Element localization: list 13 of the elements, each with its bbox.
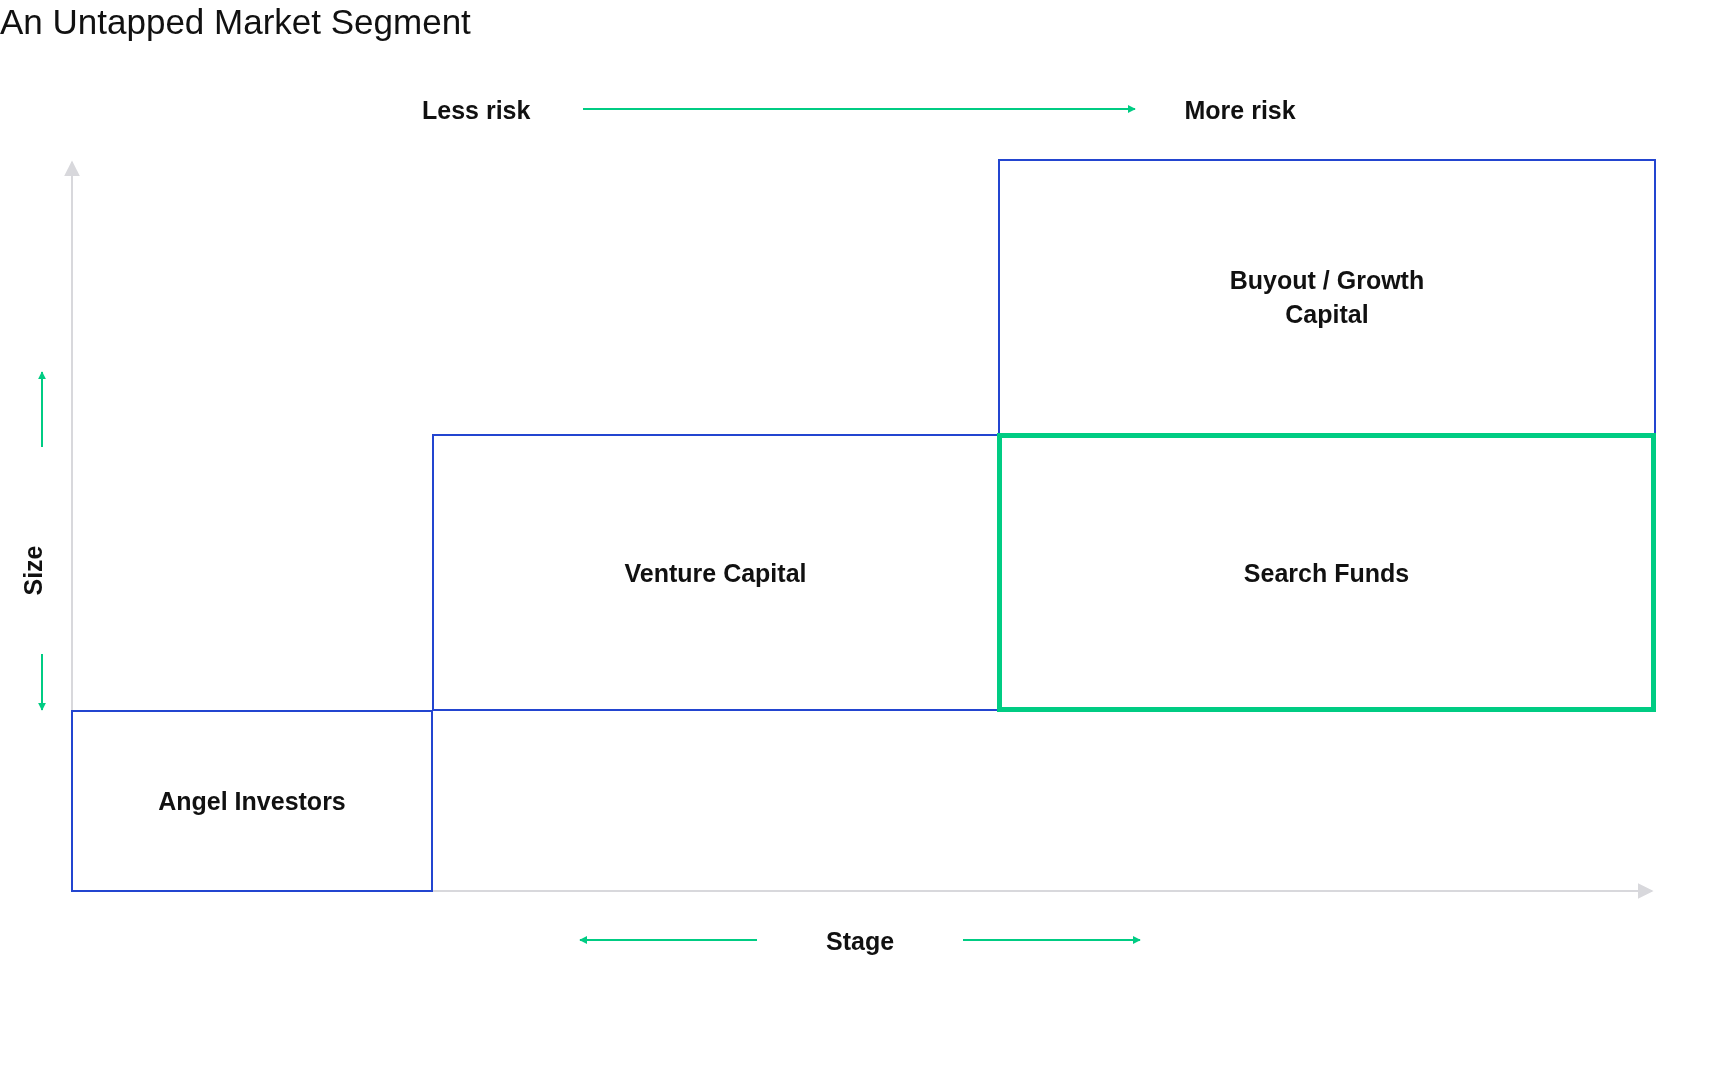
axis-label: Less risk xyxy=(422,95,531,125)
segment-box xyxy=(998,159,1656,435)
axis-label: Size xyxy=(18,545,48,595)
segment-label: Venture Capital xyxy=(623,557,808,589)
diagram-title: An Untapped Market Segment xyxy=(0,2,471,42)
segment-label: Angel Investors xyxy=(157,786,347,817)
axis-label: Stage xyxy=(826,926,895,956)
segment-box xyxy=(997,433,1656,712)
segment-label: Search Funds xyxy=(1242,557,1411,589)
axis-label: More risk xyxy=(1184,95,1296,125)
segment-label: Buyout / Growth Capital xyxy=(1228,265,1426,330)
segment-box xyxy=(432,434,999,711)
segment-box xyxy=(71,710,433,892)
